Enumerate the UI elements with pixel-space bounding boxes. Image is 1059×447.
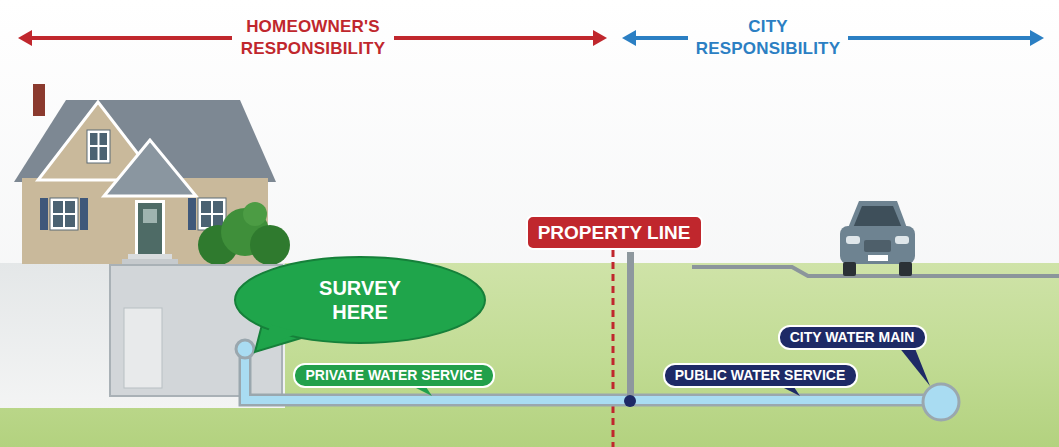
window-glass: [53, 201, 75, 227]
chimney: [33, 84, 45, 116]
pipe-label: PRIVATE WATER SERVICE: [293, 363, 495, 388]
shutter: [40, 198, 48, 230]
bush-part: [250, 225, 290, 265]
pipe-casing: [245, 356, 925, 400]
node-label: PROPERTY LINE: [538, 221, 691, 244]
curb-road: [692, 267, 1059, 276]
window-mullion: [201, 213, 223, 215]
arrowhead: [18, 30, 32, 46]
callout-bubble: SURVEY HERE: [233, 255, 487, 345]
node-label: PRIVATE WATER SERVICE: [305, 367, 482, 384]
bush: [198, 202, 290, 265]
car: [840, 201, 915, 276]
car-body: [840, 226, 915, 264]
curb-stop: [624, 395, 636, 407]
responsibility-heading: CITY RESPONSIBILITY: [690, 16, 846, 60]
arrow-line: [28, 36, 232, 40]
wheel: [843, 262, 856, 276]
meter: [236, 340, 254, 358]
node-label: PUBLIC WATER SERVICE: [675, 367, 846, 384]
responsibility-heading: HOMEOWNER'S RESPONSIBILITY: [235, 16, 391, 60]
arrow-line: [394, 36, 598, 40]
property-line: [612, 250, 615, 447]
window: [198, 198, 226, 230]
node-label: SURVEY HERE: [300, 276, 420, 324]
property-line-box: PROPERTY LINE: [526, 215, 703, 250]
bubble-seam: [259, 325, 299, 349]
window-glass: [201, 201, 223, 227]
arrow-line: [632, 36, 688, 40]
wheel: [899, 262, 912, 276]
shutter: [188, 198, 196, 230]
arrowhead: [1030, 30, 1044, 46]
pipe-label: CITY WATER MAIN: [778, 325, 927, 350]
headlight: [846, 236, 860, 244]
headlight: [895, 236, 909, 244]
label-holder: CITY RESPONSIBILITY: [690, 16, 846, 60]
water-main: [923, 384, 959, 420]
window-mullion: [53, 213, 75, 215]
windshield: [853, 206, 902, 228]
water-pipe: [245, 356, 925, 400]
window: [87, 130, 110, 163]
label-pointer: [898, 346, 930, 386]
ground: [0, 263, 1059, 447]
pipe-label: PUBLIC WATER SERVICE: [663, 363, 858, 388]
label-holder: HOMEOWNER'S RESPONSIBILITY: [235, 16, 391, 60]
plate: [868, 255, 888, 261]
window: [50, 198, 78, 230]
bush-part: [243, 202, 267, 226]
arrowhead: [622, 30, 636, 46]
arrow-line: [848, 36, 1034, 40]
door: [138, 203, 162, 254]
grille: [864, 240, 891, 252]
car-cabin: [848, 201, 907, 228]
basement-door: [124, 308, 162, 388]
node-label: CITY WATER MAIN: [790, 329, 915, 346]
house: [14, 84, 290, 265]
step: [128, 254, 172, 259]
shutter: [80, 198, 88, 230]
window-mullion: [90, 145, 107, 147]
porch-gable: [104, 140, 196, 196]
window-glass: [90, 133, 107, 160]
curb-stop-riser: [627, 252, 634, 398]
bubble-outline: [233, 255, 487, 345]
door-window: [143, 209, 157, 223]
arrowhead: [593, 30, 607, 46]
door-frame: [135, 200, 165, 254]
